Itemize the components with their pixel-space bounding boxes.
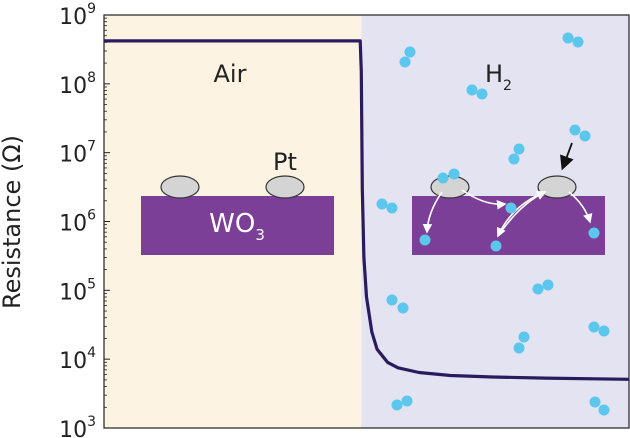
h2-molecule-icon [437,172,449,184]
h2-molecule-icon [518,331,530,343]
arrow-icon [461,189,507,210]
resistance-line [104,39,630,381]
arrow-icon [422,191,443,234]
y-tick-label: 104 [59,345,96,374]
h2-molecule-icon [399,56,411,68]
y-tick-label: 103 [59,414,96,438]
h2-label: H2 [485,60,512,94]
h2-molecule-icon [513,342,525,354]
h2-molecules [376,32,610,416]
h2-molecule-icon [589,396,601,408]
h2-molecule-icon [476,88,488,100]
h2-molecule-icon [508,153,520,165]
h2-molecule-icon [562,32,574,44]
wo3-slab-air [141,196,334,255]
pt-particle [537,175,577,199]
h2-molecule-icon [404,46,416,58]
y-axis-label: Resistance (Ω) [0,135,26,309]
h2-molecule-icon [397,302,409,314]
h-atom-icon [419,234,431,246]
pt-particle [265,175,305,199]
y-tick-label: 108 [59,70,96,99]
h2-molecule-icon [466,84,478,96]
h2-molecule-icon [448,168,460,180]
air-inset: Pt WO3 [141,148,334,255]
arrow-icon [497,191,547,237]
h-atom-icon [490,240,502,252]
h2-molecule-icon [386,202,398,214]
h2-molecule-icon [569,124,581,136]
h2-molecule-icon [542,279,554,291]
pt-particle [160,175,200,199]
h-atom-icon [588,227,600,239]
h2-molecule-icon [598,404,610,416]
arrow-icon [568,191,593,224]
h2-molecule-icon [588,321,600,333]
y-tick-label: 109 [59,1,96,30]
air-label: Air [214,60,247,88]
h2-molecule-icon [598,325,610,337]
h2-molecule-icon [513,143,525,155]
h2-molecule-icon [386,294,398,306]
h2-molecule-icon [401,395,413,407]
h2-molecule-icon [579,130,591,142]
y-tick-label: 105 [59,276,96,305]
y-tick-label: 107 [59,139,96,168]
h2-molecule-icon [572,36,584,48]
pt-particle [430,175,470,199]
h-atom-icon [505,202,517,214]
y-axis-ticks: 103 104 105 106 107 108 109 [59,1,110,438]
h2-molecule-icon [391,399,403,411]
wo3-label: WO3 [209,209,265,244]
h2-molecule-icon [376,198,388,210]
pt-label: Pt [273,148,297,176]
h2-molecule-icon [532,283,544,295]
arrow-icon [560,142,574,171]
y-tick-label: 106 [59,208,96,237]
